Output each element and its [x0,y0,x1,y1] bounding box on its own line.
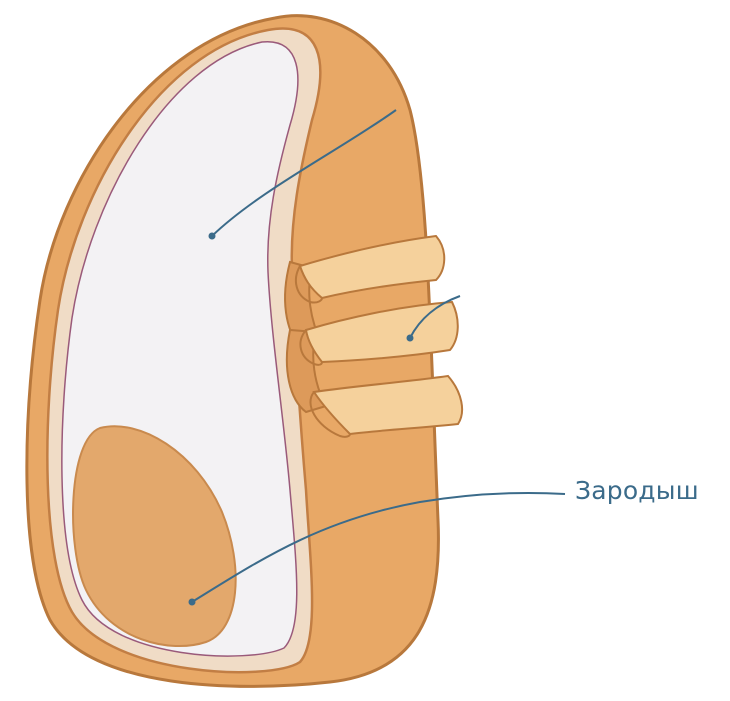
label-embryo: Зародыш [575,476,699,505]
leader-dot-embryo [189,599,196,606]
leader-dot-endosperm [209,233,216,240]
leader-dot-scutellum [407,335,414,342]
